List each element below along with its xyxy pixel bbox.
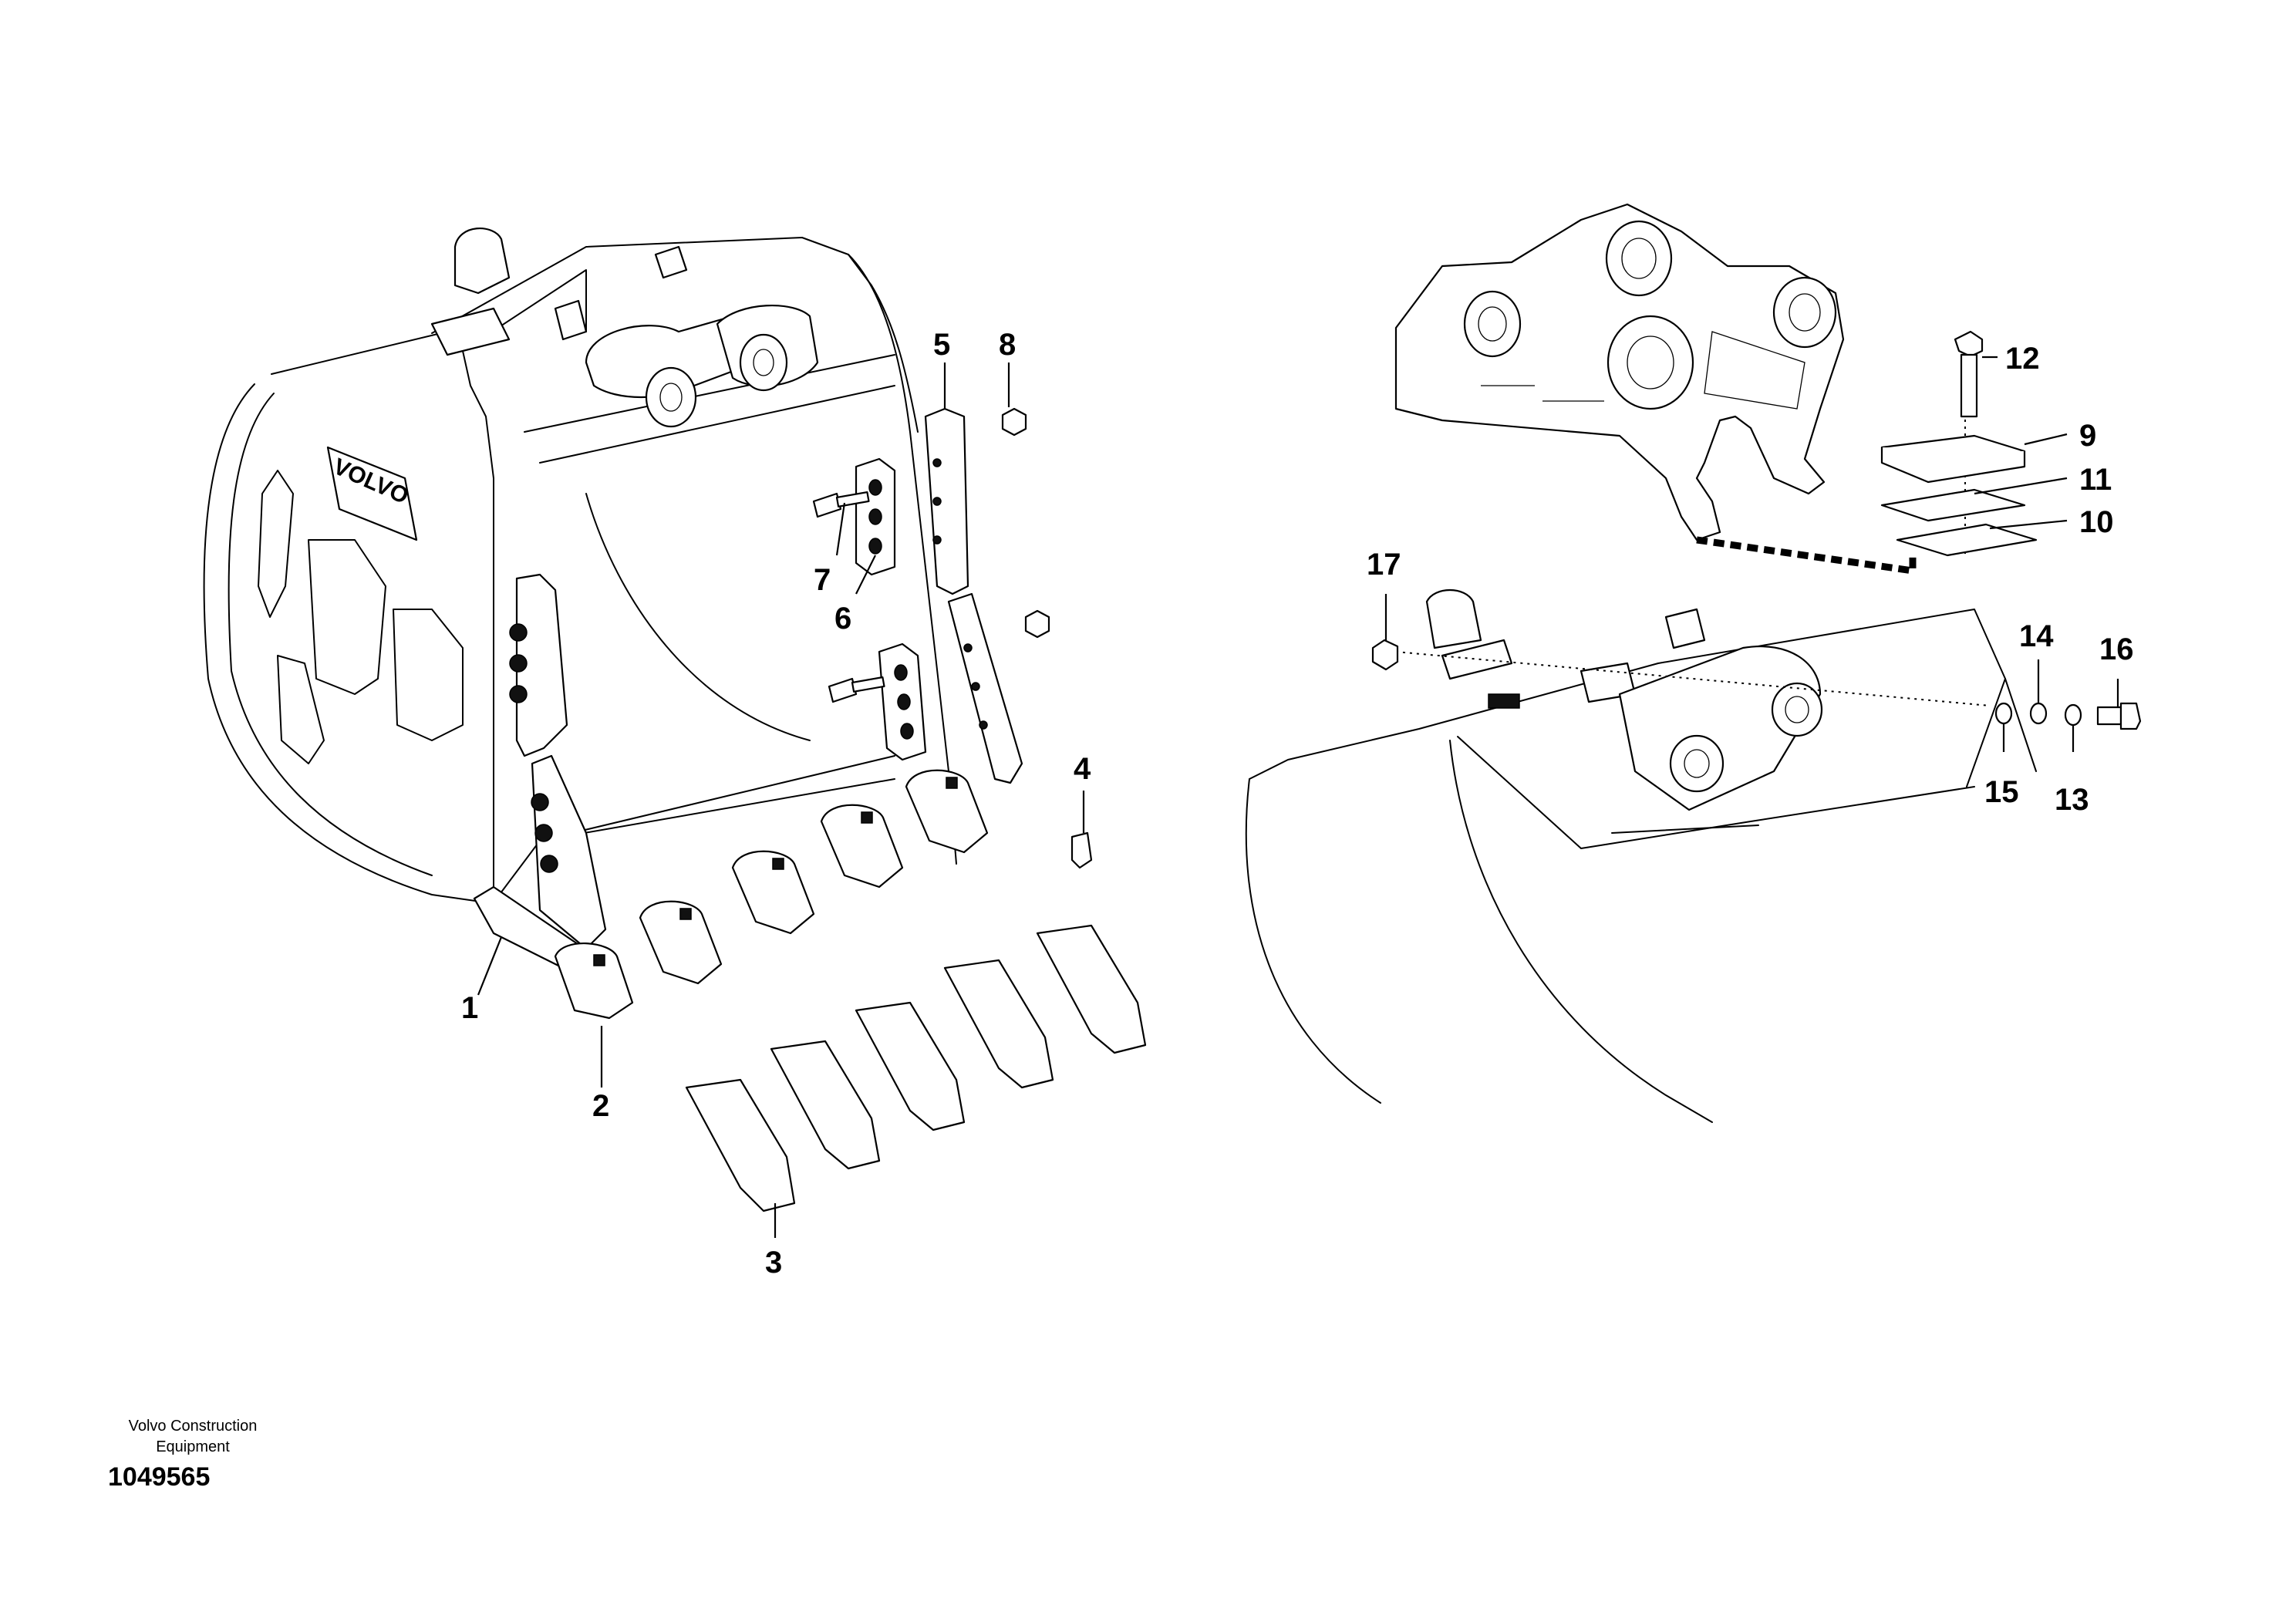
callout-7: 7 [814, 563, 831, 597]
callout-10: 10 [2079, 505, 2114, 539]
callout-4: 4 [1074, 752, 1091, 786]
callout-16: 16 [2099, 632, 2134, 666]
callout-3: 3 [765, 1246, 782, 1280]
callout-9: 9 [2079, 419, 2096, 453]
callout-14: 14 [2019, 619, 2054, 653]
callout-12: 12 [2005, 342, 2040, 376]
company-name: Volvo Construction Equipment [100, 1416, 285, 1458]
bucket-teeth [685, 924, 1147, 1212]
callout-15: 15 [1984, 775, 2019, 809]
callout-8: 8 [999, 328, 1016, 362]
bucket-right [1245, 203, 2142, 1123]
callout-2: 2 [592, 1089, 609, 1123]
callout-6: 6 [834, 602, 851, 636]
callout-labels: 1 2 3 4 5 6 7 8 9 10 11 12 13 14 15 16 1… [461, 328, 2134, 1280]
callout-11: 11 [2079, 463, 2112, 497]
callout-17: 17 [1367, 548, 1401, 582]
bucket-left: VOLVO [203, 228, 1147, 1238]
company-line-2: Equipment [156, 1438, 230, 1455]
figure-number: 1049565 [108, 1462, 211, 1492]
callout-1: 1 [461, 991, 478, 1025]
callout-13: 13 [2055, 783, 2089, 817]
tooth-adapters [554, 769, 989, 1020]
company-line-1: Volvo Construction [128, 1418, 258, 1435]
callout-5: 5 [933, 328, 950, 362]
